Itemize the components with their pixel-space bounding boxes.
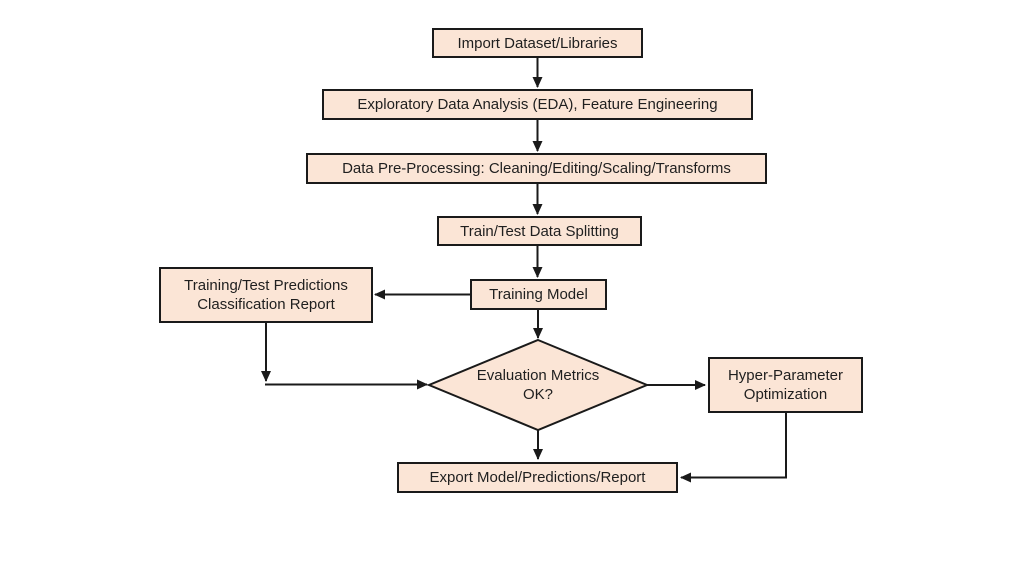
node-data-preprocessing: Data Pre-Processing: Cleaning/Editing/Sc… (306, 153, 767, 184)
node-import-dataset: Import Dataset/Libraries (432, 28, 643, 58)
node-hyperparameter-optimization: Hyper-Parameter Optimization (708, 357, 863, 413)
node-train-test-split: Train/Test Data Splitting (437, 216, 642, 246)
node-training-model: Training Model (470, 279, 607, 310)
node-export-model: Export Model/Predictions/Report (397, 462, 678, 493)
node-classification-report: Training/Test Predictions Classification… (159, 267, 373, 323)
node-evaluation-decision-label: Evaluation Metrics OK? (476, 367, 600, 403)
arrow-hyperparameter-to-export (680, 413, 787, 483)
node-exploratory-data-analysis: Exploratory Data Analysis (EDA), Feature… (322, 89, 753, 120)
